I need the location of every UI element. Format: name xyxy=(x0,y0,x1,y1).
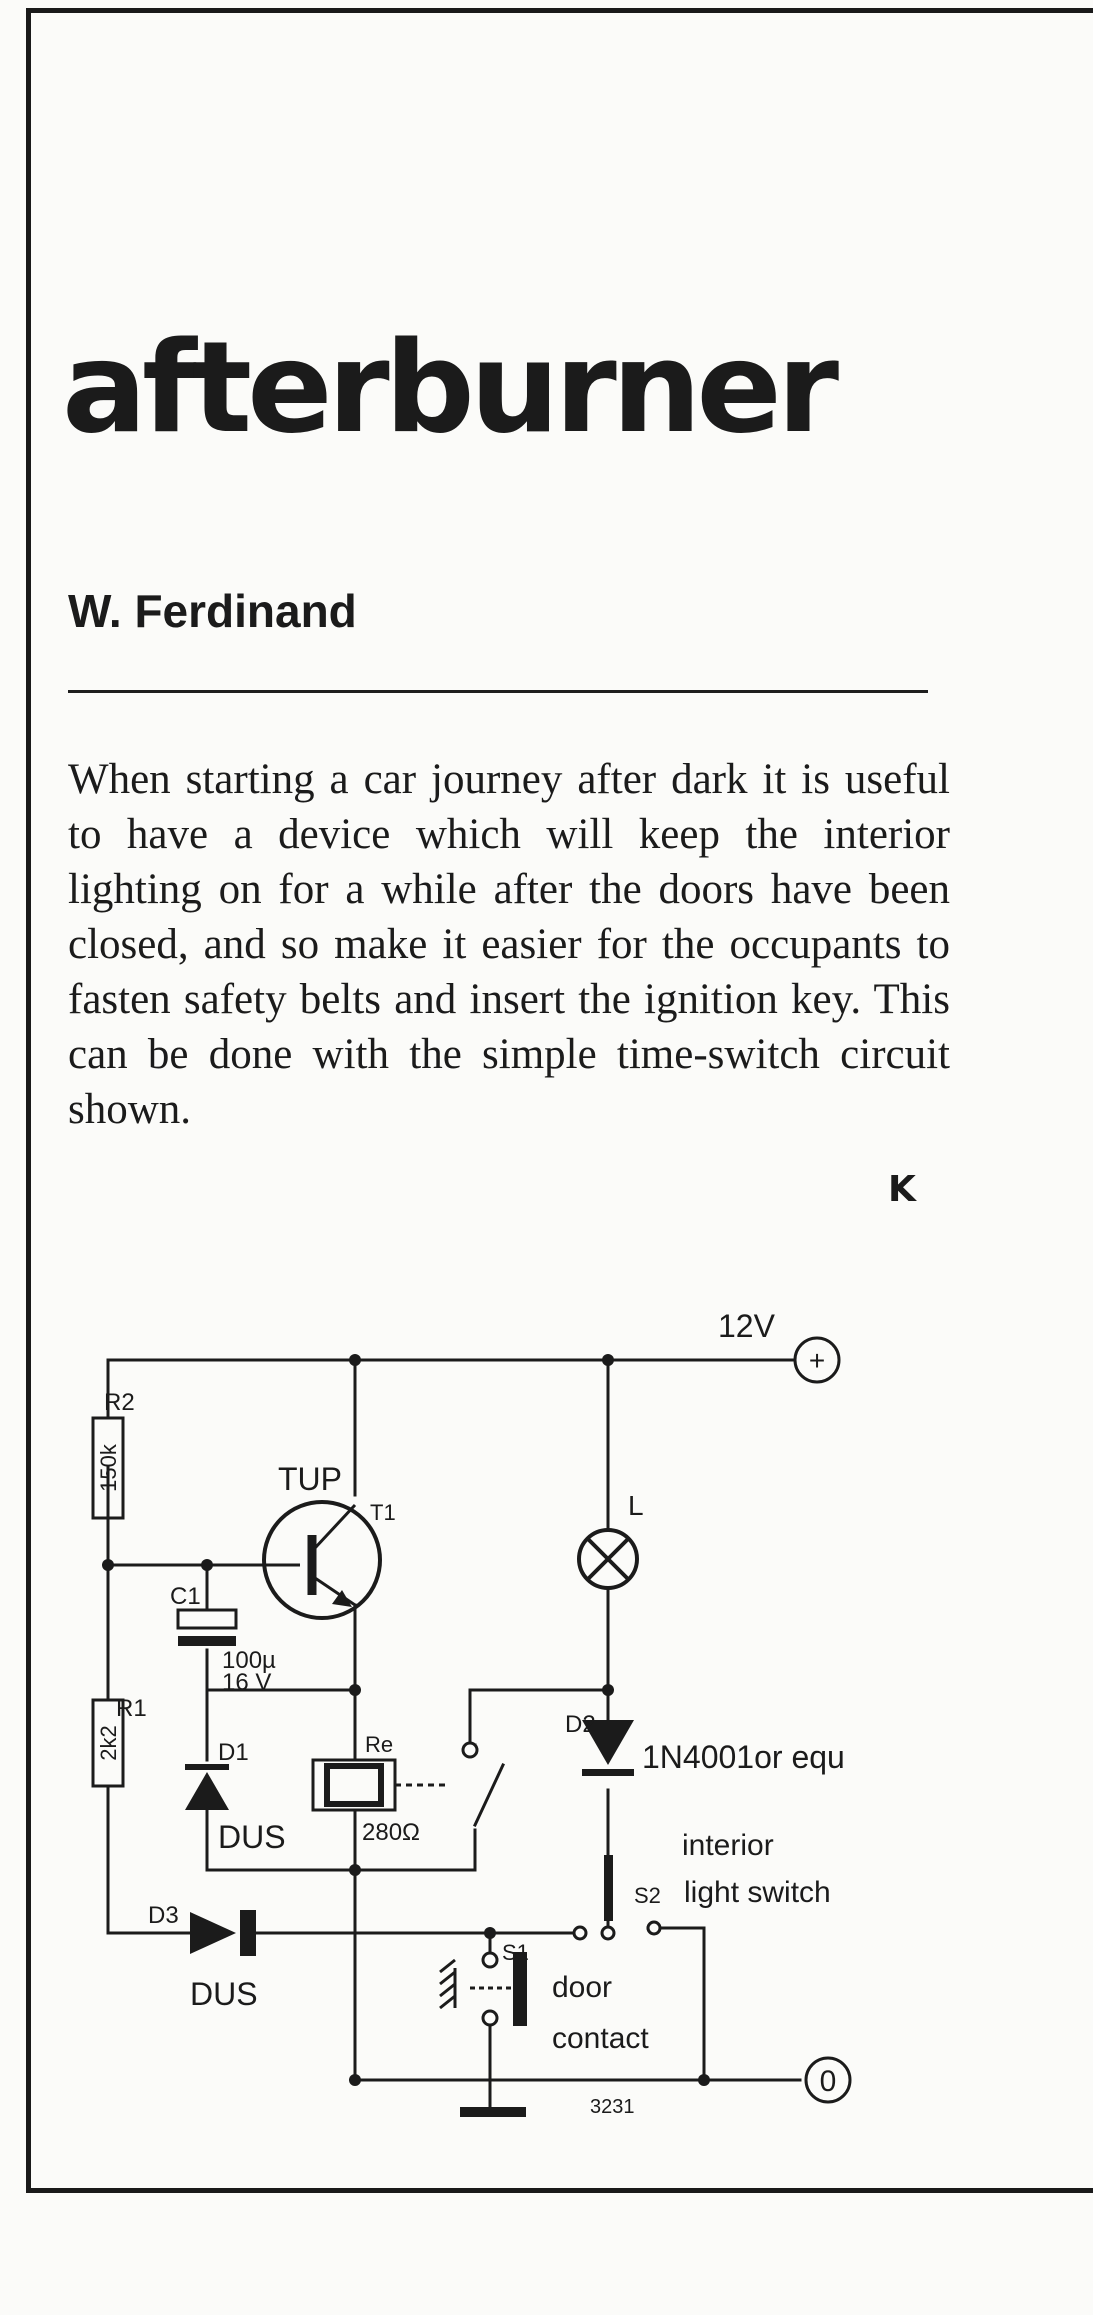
d3-ref: D3 xyxy=(148,1902,179,1929)
article-intro: When starting a car journey after dark i… xyxy=(68,756,950,1133)
plus-terminal-label: + xyxy=(809,1345,825,1376)
d2-type: 1N4001or equ xyxy=(642,1739,845,1775)
s1-ref: S1 xyxy=(502,1940,529,1965)
d2-ref: D2 xyxy=(565,1711,596,1738)
r1-ref: R1 xyxy=(116,1695,147,1722)
s2-line1: interior xyxy=(682,1829,774,1862)
d1-type: DUS xyxy=(218,1819,286,1855)
d3-type: DUS xyxy=(190,1976,258,2012)
t1-ref: T1 xyxy=(370,1500,396,1525)
s1-line1: door xyxy=(552,1971,612,2004)
end-mark: K xyxy=(888,1169,916,1210)
title-rule xyxy=(68,690,928,693)
r2-value: 150k xyxy=(96,1443,121,1492)
figure-number: 3231 xyxy=(590,2096,635,2118)
circuit-schematic: 12V + 0 R2 150k R1 2k2 TUP T1 C1 100µ 16… xyxy=(91,1308,852,2118)
c1-voltage: 16 V xyxy=(222,1669,271,1696)
lamp-ref: L xyxy=(628,1490,644,1521)
relay-value: 280Ω xyxy=(362,1819,420,1846)
c1-ref: C1 xyxy=(170,1583,201,1610)
article-author: W. Ferdinand xyxy=(68,585,357,637)
c1-value: 100µ xyxy=(222,1647,276,1674)
r2-ref: R2 xyxy=(104,1389,135,1416)
s2-line2: light switch xyxy=(684,1876,831,1909)
d1-ref: D1 xyxy=(218,1739,249,1766)
relay-ref: Re xyxy=(365,1732,393,1757)
s2-ref: S2 xyxy=(634,1883,661,1908)
r1-value: 2k2 xyxy=(96,1725,121,1760)
article-title: afterburner xyxy=(62,314,839,461)
page-frame xyxy=(26,8,1093,2193)
t1-type: TUP xyxy=(278,1461,342,1497)
ground-terminal-label: 0 xyxy=(820,2065,837,2098)
supply-label: 12V xyxy=(718,1308,776,1344)
s1-line2: contact xyxy=(552,2022,649,2055)
